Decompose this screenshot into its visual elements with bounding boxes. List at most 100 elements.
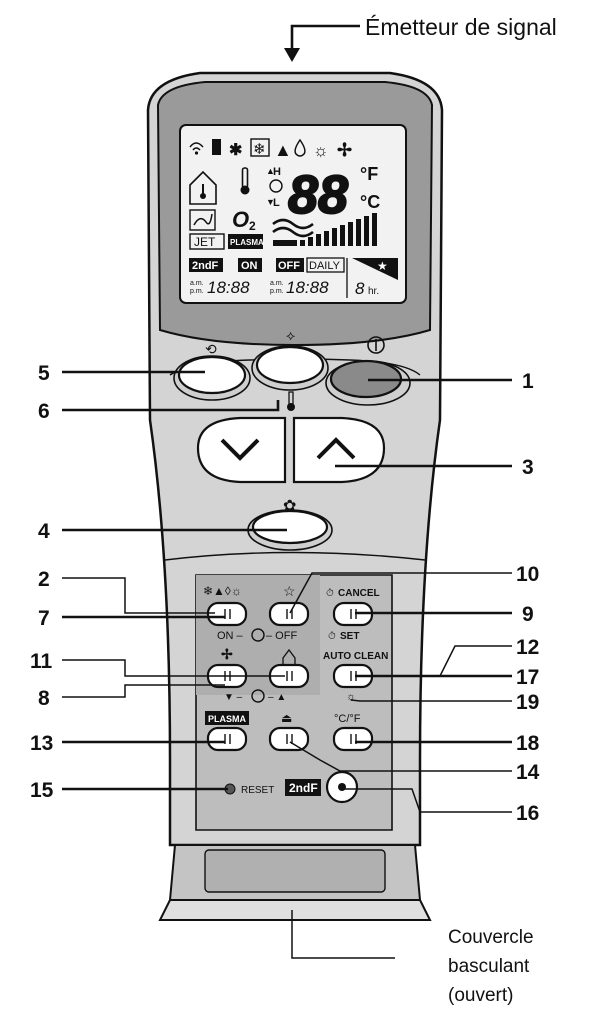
on-time-digits: 18:88 [207,278,250,297]
svg-text:a.m.: a.m. [190,280,204,287]
mode-icons: ❄▲◊☼ [203,584,242,598]
timer-on-label: ON – [217,630,244,642]
swing-face-icon [269,179,283,193]
callout-2: 2 [38,568,50,591]
second-f-lcd-label: 2ndF [192,260,219,272]
cool-box-icon [250,138,270,157]
auto-mode-icon: ▲ [274,140,292,160]
swing-icon: ⟲ [205,341,217,357]
heat-mode-icon: ☼ [313,141,329,160]
callout-3: 3 [522,456,534,479]
callout-1: 1 [522,370,534,393]
battery-icon [212,139,221,155]
cover-caption-line2: basculant [448,956,530,977]
signal-dot-icon [194,151,199,155]
o2-label: O [232,207,249,232]
svg-text:▼: ▼ [266,197,275,207]
transmitter-caption: Émetteur de signal [365,14,557,40]
autoclean-label: AUTO CLEAN [323,651,388,662]
jet-cool-icon: ⟡ [286,327,295,343]
callout-17: 17 [516,666,539,689]
chevron-up-icon [316,437,356,460]
vane-button[interactable] [268,726,310,752]
cool-mode-icon: ❄ [253,141,266,158]
sleep-corner-badge [352,258,398,280]
o2-subscript: 2 [249,219,256,233]
callout-14: 14 [516,761,540,784]
unit-toggle-label: °C/°F [334,713,361,725]
fahrenheit-unit: °F [360,164,378,184]
lcd-mode-icon-row: ✱ ❄ ▲ ☼ ✢ [189,138,352,160]
lcd-center: H ▲ L ▼ 88 °F °C [266,164,380,246]
on-lcd-badge [238,258,262,272]
low-label: L [273,197,280,209]
time-clock-icon [251,689,265,703]
cover-leader [291,910,395,959]
cover-caption-line1: Couvercle [448,927,534,948]
callout-leaders [62,370,512,813]
flip-cover [158,899,432,921]
jet-label: JET [194,235,216,249]
plasma-lcd-label: PLASMA [230,238,264,247]
second-f-lcd-badge [189,258,223,272]
time-down-icon: ▼ – [224,692,243,703]
callout-9: 9 [522,603,534,626]
hours-unit: hr. [368,286,379,297]
callout-19: 19 [516,691,539,714]
lcd-timer-row: 2ndF ON OFF DAILY a.m. p.m. 18:88 a.m. p… [189,257,398,298]
callout-8: 8 [38,687,50,710]
jet-panel-icon: ✢ [221,646,233,662]
off-lcd-label: OFF [278,260,300,272]
callout-18: 18 [516,732,540,755]
transmitter-arrowhead [284,48,300,62]
chevron-down-icon [220,438,260,461]
second-f-panel-badge [285,779,321,796]
callout-5: 5 [38,362,50,385]
callout-7: 7 [38,607,50,630]
temp-down-button[interactable] [196,416,287,484]
air-filter-icon [189,209,216,231]
sleep-star-button-icon: ☆ [283,583,296,599]
unit-toggle-button[interactable] [332,726,374,752]
callout-11: 11 [30,650,53,673]
plasma-button[interactable] [206,726,248,752]
sleep-button[interactable] [268,601,310,627]
jet-mode-button[interactable] [255,345,325,385]
callout-13: 13 [30,732,53,755]
fan-speed-button[interactable] [251,509,329,545]
high-label: H [273,166,281,178]
temp-small-icon [287,403,295,411]
swing-button[interactable] [177,355,247,395]
set-clock-icon: ⏱ [328,631,336,642]
timer-off-label: – OFF [266,630,297,642]
mode-button[interactable] [206,601,248,627]
celsius-unit: °C [360,192,380,212]
time-up-icon: – ▲ [268,692,286,703]
callout-6: 6 [38,400,50,423]
timer-clock-icon [251,628,265,642]
off-lcd-badge [276,258,304,272]
fan-power-icon: ✱ [229,142,242,159]
plasma-lcd-badge [228,234,263,249]
svg-text:▲: ▲ [266,166,275,176]
lcd-screen [179,124,407,304]
lcd-left-icons: O 2 JET PLASMA [189,167,264,250]
vane-icon: ⏏ [281,711,292,725]
svg-text:p.m.: p.m. [190,288,204,295]
temp-up-button[interactable] [292,416,386,484]
power-icon [367,336,385,354]
plasma-panel-badge [205,711,249,725]
callout-4: 4 [38,520,50,543]
callout-10: 10 [516,563,539,586]
cover-caption-line3: (ouvert) [448,985,513,1006]
cancel-label: CANCEL [338,588,380,599]
plasma-panel-label: PLASMA [208,714,247,724]
svg-text:p.m.: p.m. [270,288,284,295]
reset-label: RESET [241,785,274,796]
room-temp-icon [189,170,217,205]
callout-12: 12 [516,636,539,659]
room-temp-panel-icon [282,648,296,666]
callout-numbers: 5 6 1 3 4 2 10 7 9 11 12 8 17 19 13 18 1… [30,362,540,825]
sleep-star-icon: ★ [377,259,388,273]
